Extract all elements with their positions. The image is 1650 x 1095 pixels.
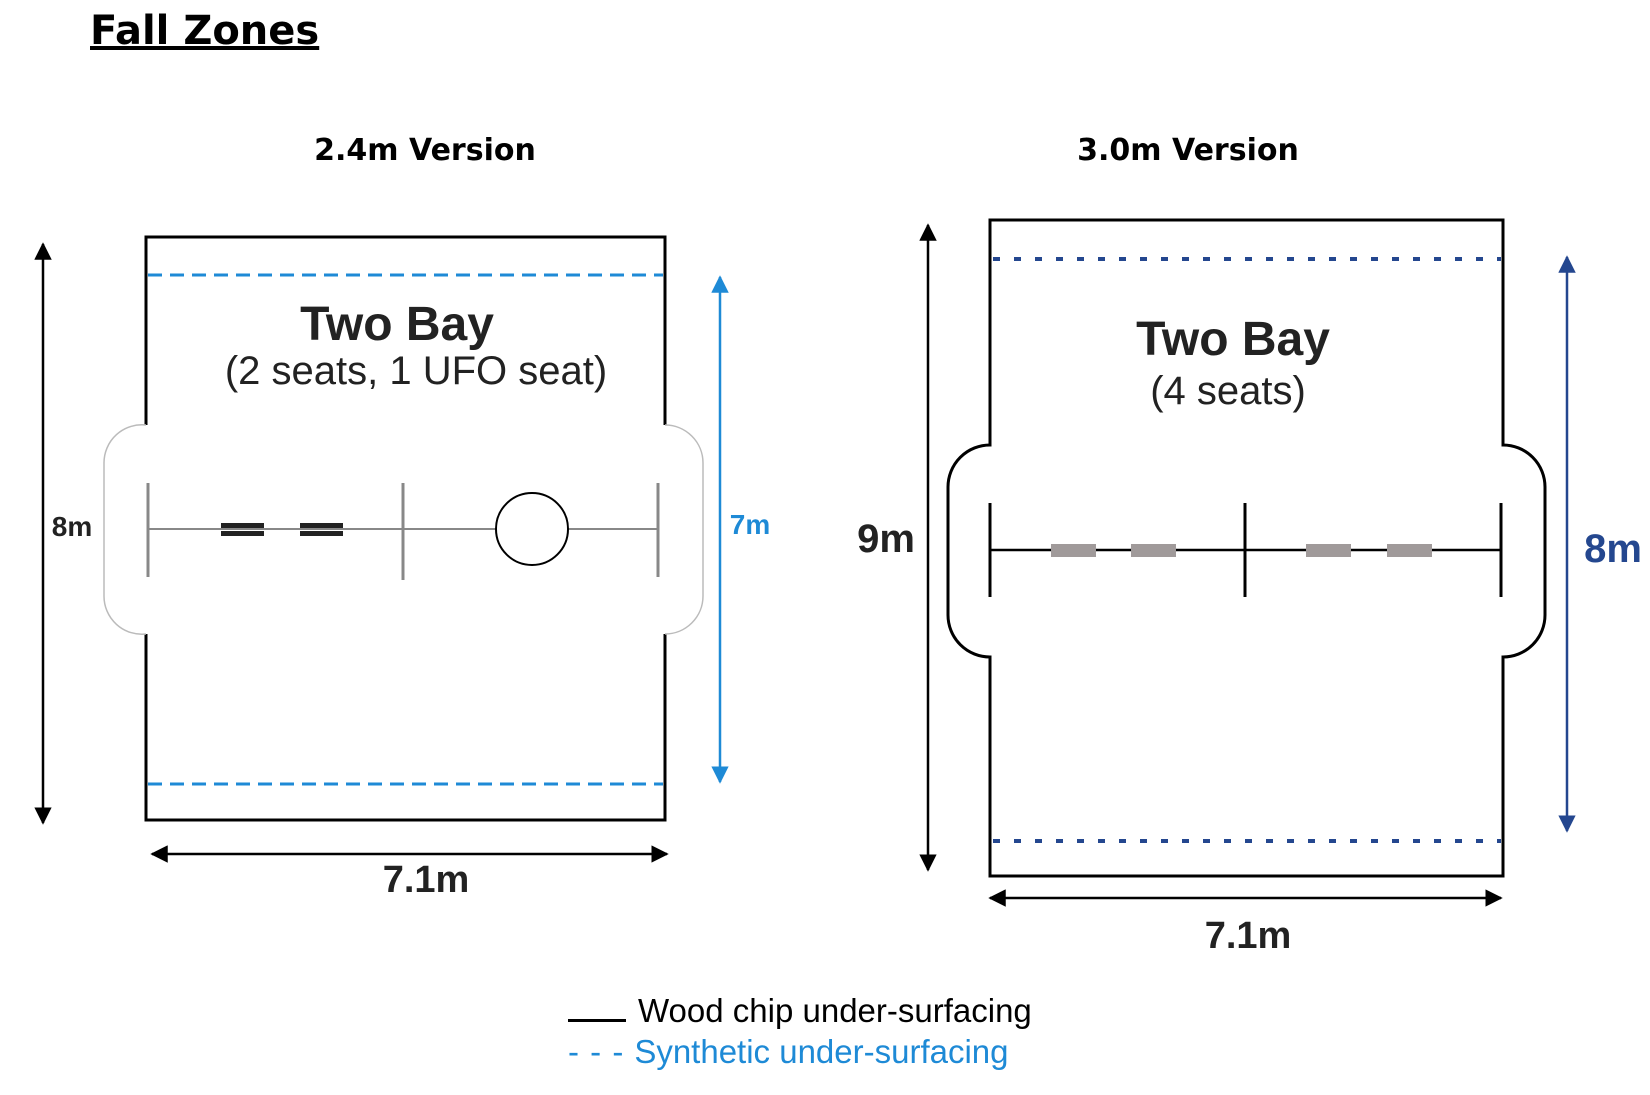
left-bay-bulge-left — [103, 424, 147, 635]
legend-row-synthetic: - - -Synthetic under-surfacing — [568, 1031, 1032, 1072]
legend-row-wood-chip: Wood chip under-surfacing — [568, 990, 1032, 1031]
legend-wood-chip-label: Wood chip under-surfacing — [638, 992, 1032, 1029]
left-width-label: 7.1m — [383, 859, 470, 901]
left-fall-zone: Two Bay (2 seats, 1 UFO seat) 8m 7m 7.1m — [34, 235, 770, 901]
legend-synthetic-label: Synthetic under-surfacing — [634, 1033, 1009, 1070]
left-bay-name: Two Bay — [300, 298, 494, 351]
left-bay-bulge-right — [664, 424, 704, 635]
left-seat-1 — [221, 523, 264, 536]
legend-dashed-line-swatch: - - - — [568, 1033, 625, 1070]
left-version-label: 2.4m Version — [314, 133, 536, 168]
left-synthetic-height-label: 7m — [730, 509, 770, 540]
left-ufo-seat — [495, 492, 569, 566]
right-seat-description: (4 seats) — [1150, 369, 1306, 413]
right-seat-3 — [1306, 544, 1351, 557]
left-seat-description: (2 seats, 1 UFO seat) — [225, 349, 607, 393]
left-wood-chip-border — [144, 235, 667, 822]
legend-solid-line-swatch — [568, 997, 626, 1022]
right-seat-1 — [1051, 544, 1096, 557]
right-seat-2 — [1131, 544, 1176, 557]
legend: Wood chip under-surfacing - - -Synthetic… — [568, 990, 1032, 1072]
right-width-label: 7.1m — [1205, 915, 1292, 957]
right-fall-zone: Two Bay (4 seats) 9m 8m 7.1m — [857, 218, 1642, 957]
right-version-label: 3.0m Version — [1077, 133, 1299, 168]
right-seat-4 — [1387, 544, 1432, 557]
left-outer-height-label: 8m — [52, 511, 92, 542]
left-seat-2 — [300, 523, 343, 536]
page-title: Fall Zones — [90, 8, 320, 54]
right-synthetic-height-label: 8m — [1584, 527, 1642, 571]
right-bay-name: Two Bay — [1136, 313, 1330, 366]
right-outer-height-label: 9m — [857, 517, 915, 561]
